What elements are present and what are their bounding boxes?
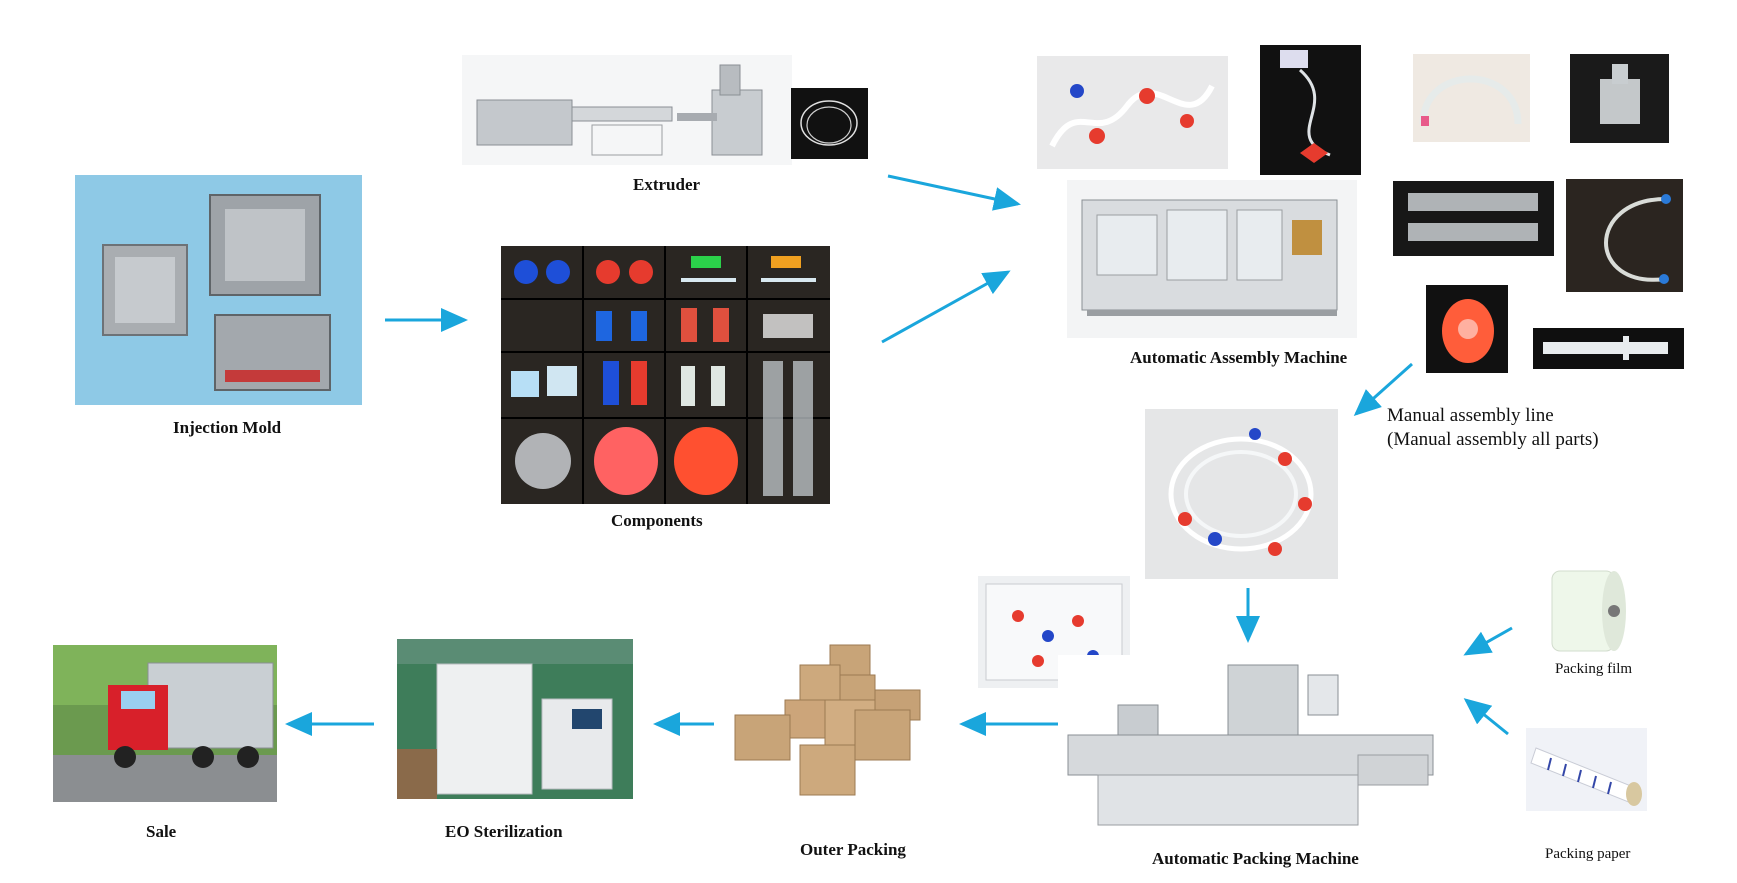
line-set-image (1566, 179, 1683, 292)
packed-product-image (978, 576, 1130, 688)
arrow-paper-to-packing (1463, 698, 1509, 736)
packing-film-label: Packing film (1555, 661, 1633, 677)
packing-paper-label: Packing paper (1545, 846, 1631, 862)
sale-label: Sale (146, 822, 177, 841)
injection-mold-image (75, 175, 362, 405)
arrow-parts-to-manual (1353, 362, 1413, 416)
tube-image (1413, 54, 1530, 142)
spike-image (1533, 328, 1684, 369)
components-image (501, 246, 830, 504)
manual-assembly-note: (Manual assembly all parts) (1387, 429, 1599, 450)
arrow-components-to-assembly (881, 270, 1011, 344)
manual-assembly-line-label: Manual assembly line (1387, 405, 1554, 426)
automatic-packing-machine-image (1058, 655, 1443, 840)
tubing-sample-image (791, 88, 868, 159)
tubing-set-image-2 (1260, 45, 1361, 175)
extruder-label: Extruder (633, 175, 701, 194)
chamber-image (1393, 181, 1554, 256)
extruder-image (462, 55, 792, 165)
packing-paper-image (1526, 728, 1647, 811)
automatic-assembly-machine-image (1067, 180, 1357, 338)
outer-packing-image (725, 640, 950, 810)
manual-assembly-image (1145, 409, 1338, 579)
outer-packing-label: Outer Packing (800, 840, 906, 859)
arrow-extruder-to-assembly (887, 174, 1021, 211)
connector-image (1570, 54, 1669, 143)
components-label: Components (611, 511, 703, 530)
eo-sterilization-label: EO Sterilization (445, 822, 563, 841)
tubing-set-image-1 (1037, 56, 1228, 169)
sale-truck-image (53, 645, 277, 802)
injection-mold-label: Injection Mold (173, 418, 282, 437)
red-chamber-image (1426, 285, 1508, 373)
packing-film-image (1530, 561, 1642, 663)
eo-sterilization-image (397, 639, 633, 799)
arrow-film-to-packing (1463, 626, 1513, 656)
automatic-assembly-machine-label: Automatic Assembly Machine (1130, 348, 1348, 367)
automatic-packing-machine-label: Automatic Packing Machine (1152, 849, 1359, 868)
